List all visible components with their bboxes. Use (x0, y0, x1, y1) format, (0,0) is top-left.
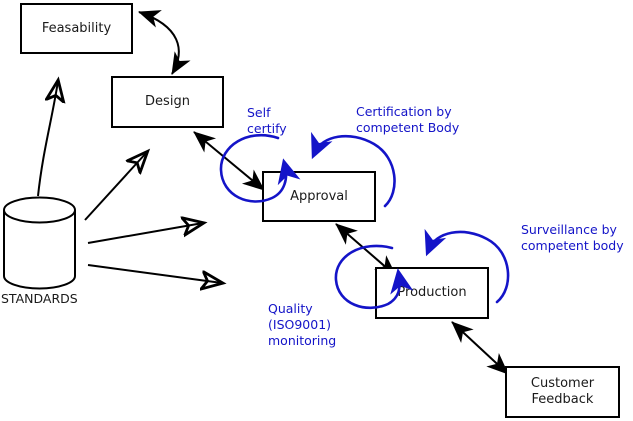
datastore-standards (3, 196, 76, 290)
loop-label-self-certify: Self certify (247, 105, 287, 136)
loop-label-surveillance-by-competent-body: Surveillance by competent body (521, 222, 624, 253)
loop-label-quality-iso9001-monitoring: Quality (ISO9001) monitoring (268, 301, 337, 348)
edge-standards-to-design (84, 152, 147, 221)
node-approval-label: Approval (290, 188, 348, 204)
edge-design-to-feasability (138, 10, 191, 75)
node-feasability[interactable]: Feasability (20, 3, 133, 54)
node-feasability-label: Feasability (41, 20, 112, 36)
edge-approval-to-design (193, 131, 265, 191)
datastore-standards-label: STANDARDS (1, 291, 78, 306)
node-design-label: Design (145, 94, 190, 109)
node-customer-feedback[interactable]: Customer Feedback (505, 366, 620, 418)
node-approval[interactable]: Approval (262, 171, 376, 222)
node-design[interactable]: Design (111, 76, 224, 128)
node-production-label: Production (397, 285, 467, 300)
edge-standards-to-approval (87, 223, 203, 244)
edge-standards-to-feasability (37, 81, 58, 197)
node-production[interactable]: Production (375, 267, 489, 319)
node-customer-feedback-label: Customer Feedback (530, 376, 595, 407)
loop-label-certification-by-competent-body: Certification by competent Body (356, 104, 460, 135)
edge-production-to-customer-feedback (451, 321, 509, 375)
edge-standards-to-production (87, 264, 222, 283)
